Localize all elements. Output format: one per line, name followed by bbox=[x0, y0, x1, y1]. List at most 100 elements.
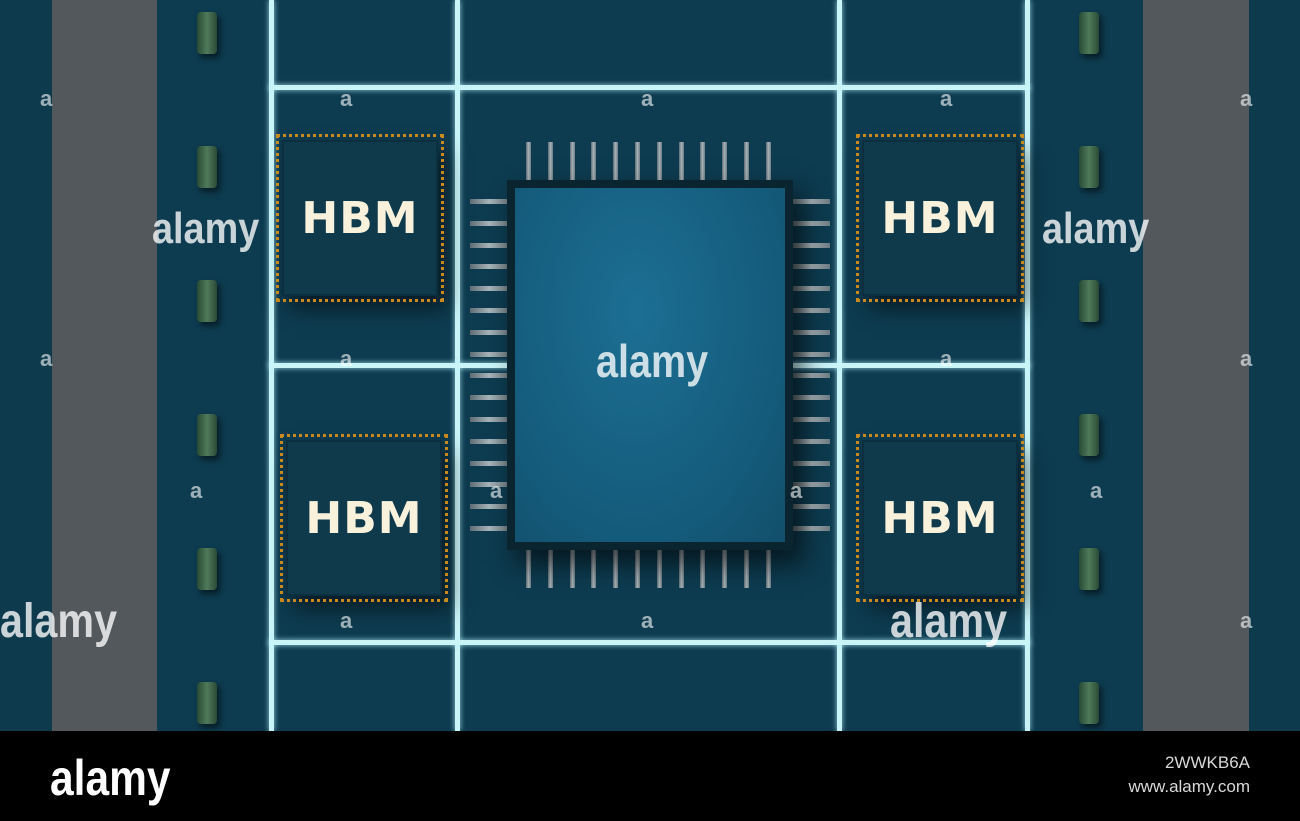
watermark-mark: a bbox=[940, 86, 953, 111]
processor-pin bbox=[744, 548, 749, 588]
processor-pin bbox=[792, 220, 830, 226]
watermark-mark: a bbox=[790, 478, 803, 503]
watermark-mark: a bbox=[641, 86, 654, 111]
processor-pin bbox=[470, 220, 508, 226]
side-rail-right bbox=[1143, 0, 1249, 731]
processor-pin bbox=[526, 548, 531, 588]
processor-pin bbox=[613, 142, 619, 182]
processor-pin bbox=[526, 142, 531, 182]
processor-pin bbox=[700, 548, 706, 588]
capacitor bbox=[1079, 146, 1099, 188]
watermark-mark: a bbox=[940, 346, 953, 371]
side-rail-left bbox=[52, 0, 157, 731]
processor-pin bbox=[470, 482, 508, 488]
processor-pin bbox=[765, 548, 771, 588]
processor-pin bbox=[722, 548, 728, 588]
hbm-chip: HBM bbox=[856, 134, 1024, 302]
hbm-chip: HBM bbox=[276, 134, 444, 302]
watermark-mark: a bbox=[1240, 346, 1253, 371]
processor-pin bbox=[792, 460, 830, 466]
processor-pin bbox=[792, 351, 830, 357]
processor-pin bbox=[470, 308, 508, 313]
processor-pin bbox=[470, 329, 508, 335]
processor-pin bbox=[470, 264, 508, 270]
processor-pin bbox=[569, 142, 575, 182]
processor-pin bbox=[792, 482, 830, 488]
watermark-mark: a bbox=[340, 346, 353, 371]
processor-pin bbox=[722, 142, 728, 182]
processor-pin bbox=[547, 548, 553, 588]
watermark-mark: a bbox=[1090, 478, 1103, 503]
processor-pin bbox=[547, 142, 553, 182]
processor-pin bbox=[470, 504, 508, 510]
hbm-chip-label: HBM bbox=[881, 192, 999, 244]
capacitor bbox=[1079, 548, 1099, 590]
processor-pin bbox=[792, 438, 830, 444]
processor-pin bbox=[700, 142, 706, 182]
watermark-text: alamy bbox=[152, 204, 260, 253]
processor-pin bbox=[470, 351, 508, 357]
hbm-chip: HBM bbox=[856, 434, 1024, 602]
trace-line bbox=[269, 85, 1030, 90]
processor-pin bbox=[744, 142, 749, 182]
processor-pin bbox=[470, 526, 508, 531]
capacitor bbox=[197, 414, 217, 456]
processor-pin bbox=[470, 242, 508, 248]
processor-pin bbox=[792, 373, 830, 379]
hbm-chip-label: HBM bbox=[305, 492, 423, 544]
processor-pin bbox=[470, 438, 508, 444]
processor-pin bbox=[613, 548, 619, 588]
capacitor-strip-right bbox=[1031, 0, 1143, 731]
capacitor bbox=[197, 12, 217, 54]
capacitor bbox=[197, 682, 217, 724]
processor-pin bbox=[792, 504, 830, 510]
processor-pin bbox=[470, 395, 508, 401]
processor-pin bbox=[656, 142, 662, 182]
product-render: HBM HBM HBM HBM alamy alamy alamy alamy … bbox=[0, 0, 1300, 731]
board-edge-left bbox=[0, 0, 52, 731]
hbm-chip: HBM bbox=[280, 434, 448, 602]
watermark-mark: a bbox=[1240, 86, 1253, 111]
site-url: www.alamy.com bbox=[1128, 777, 1250, 796]
processor-pin bbox=[792, 286, 830, 292]
watermark-mark: a bbox=[190, 478, 203, 503]
watermark-mark: a bbox=[1240, 608, 1253, 633]
watermark-mark: a bbox=[40, 86, 53, 111]
image-id: 2WWKB6A bbox=[1164, 753, 1250, 772]
processor-pin bbox=[792, 395, 830, 401]
processor-pin bbox=[569, 548, 575, 588]
capacitor bbox=[1079, 414, 1099, 456]
processor-die bbox=[515, 188, 785, 542]
processor-pin bbox=[792, 242, 830, 248]
watermark-text: alamy bbox=[1042, 204, 1150, 253]
processor-pin bbox=[792, 417, 830, 422]
watermark-mark: a bbox=[641, 608, 654, 633]
processor-pin bbox=[792, 308, 830, 313]
processor-pin bbox=[591, 548, 597, 588]
processor-pin bbox=[792, 526, 830, 531]
processor-pin bbox=[470, 460, 508, 466]
processor-pin bbox=[792, 264, 830, 270]
processor-pin bbox=[678, 142, 684, 182]
processor-pin bbox=[470, 199, 508, 204]
watermark-mark: a bbox=[40, 346, 53, 371]
processor-pin bbox=[635, 548, 640, 588]
processor-pin bbox=[591, 142, 597, 182]
capacitor bbox=[1079, 12, 1099, 54]
capacitor-strip-left bbox=[157, 0, 269, 731]
hbm-chip-label: HBM bbox=[881, 492, 999, 544]
stock-footer: alamy 2WWKB6A www.alamy.com bbox=[0, 731, 1300, 821]
watermark-text: alamy bbox=[890, 595, 1008, 648]
processor-pin bbox=[792, 199, 830, 204]
processor-pin bbox=[470, 286, 508, 292]
processor-package bbox=[507, 180, 793, 550]
capacitor bbox=[1079, 682, 1099, 724]
watermark-mark: a bbox=[490, 478, 503, 503]
processor-pin bbox=[635, 142, 640, 182]
watermark-text: alamy bbox=[0, 595, 118, 648]
processor-pin bbox=[765, 142, 771, 182]
processor-pin bbox=[470, 417, 508, 422]
capacitor bbox=[197, 548, 217, 590]
processor-pin bbox=[656, 548, 662, 588]
footer-logo: alamy bbox=[50, 750, 171, 806]
